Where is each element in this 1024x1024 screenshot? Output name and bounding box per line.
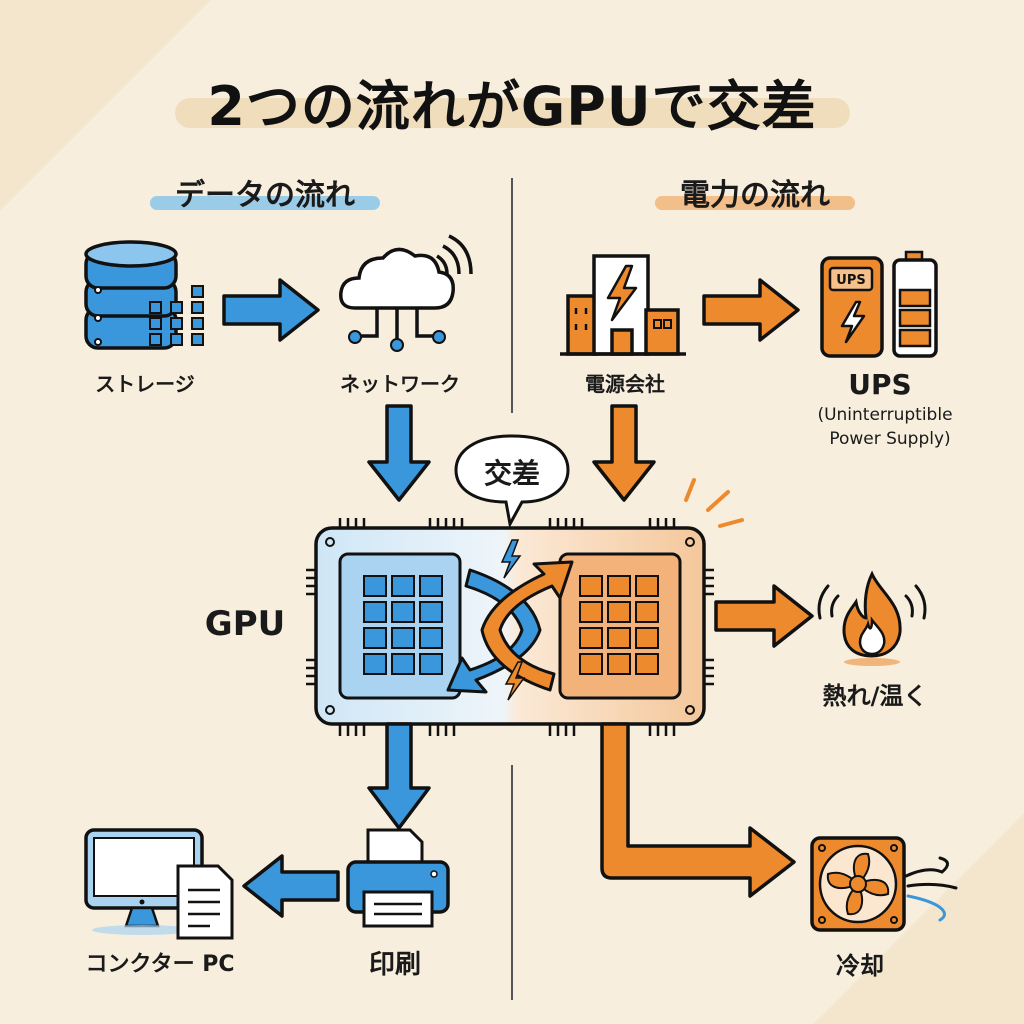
intersection-callout-text: 交差 bbox=[483, 457, 540, 490]
gpu-label: GPU bbox=[204, 604, 286, 644]
power-plant-icon bbox=[560, 254, 686, 356]
ups-sublabel-line2: Power Supply) bbox=[829, 429, 951, 449]
database-icon bbox=[84, 240, 204, 350]
data-flow-heading: データの流れ bbox=[175, 178, 355, 213]
data-heading-highlight bbox=[150, 196, 380, 210]
center-divider bbox=[511, 765, 513, 1000]
node-label-cooling: 冷却 bbox=[836, 952, 884, 980]
node-label-printer: 印刷 bbox=[368, 950, 421, 980]
power-flow-heading: 電力の流れ bbox=[680, 178, 830, 213]
arrow-utility-to-gpu bbox=[592, 404, 656, 502]
power-heading-highlight bbox=[655, 196, 855, 210]
computer-document-icon bbox=[84, 828, 234, 940]
node-label-heat: 熱れ/温く bbox=[822, 682, 928, 710]
arrow-gpu-to-heat bbox=[714, 584, 814, 648]
arrow-printer-to-pc bbox=[242, 854, 340, 918]
node-label-ups: UPS bbox=[848, 368, 912, 401]
node-label-network: ネットワーク bbox=[340, 372, 460, 396]
center-divider bbox=[511, 178, 513, 413]
ups-sublabel-line1: (Uninterruptible bbox=[817, 405, 953, 425]
arrow-gpu-to-cooling bbox=[600, 722, 796, 898]
cloud-network-icon bbox=[339, 234, 473, 352]
flame-icon bbox=[817, 570, 927, 666]
arrow-network-to-gpu bbox=[367, 404, 431, 502]
page-title: 2つの流れがGPUで交差 bbox=[207, 75, 817, 138]
node-label-utility: 電源会社 bbox=[585, 372, 665, 396]
printer-icon bbox=[346, 828, 450, 928]
ups-battery-icon: UPS bbox=[820, 250, 938, 358]
arrow-storage-to-network bbox=[222, 278, 320, 342]
node-label-storage: ストレージ bbox=[95, 372, 195, 396]
arrow-gpu-to-printer bbox=[367, 722, 431, 830]
gpu-core-grid-left bbox=[363, 575, 443, 675]
gpu-core-grid-right bbox=[579, 575, 659, 675]
spark-lines-decoration bbox=[684, 478, 744, 528]
fan-icon bbox=[810, 836, 958, 932]
node-label-pc: コンクター PC bbox=[85, 952, 235, 977]
background-corner-decoration bbox=[0, 0, 260, 260]
title-highlight bbox=[175, 98, 850, 128]
arrow-utility-to-ups bbox=[702, 278, 800, 342]
intersection-callout-bubble bbox=[454, 434, 570, 529]
gpu-chip-icon bbox=[306, 518, 714, 736]
ups-badge-text: UPS bbox=[836, 273, 865, 288]
